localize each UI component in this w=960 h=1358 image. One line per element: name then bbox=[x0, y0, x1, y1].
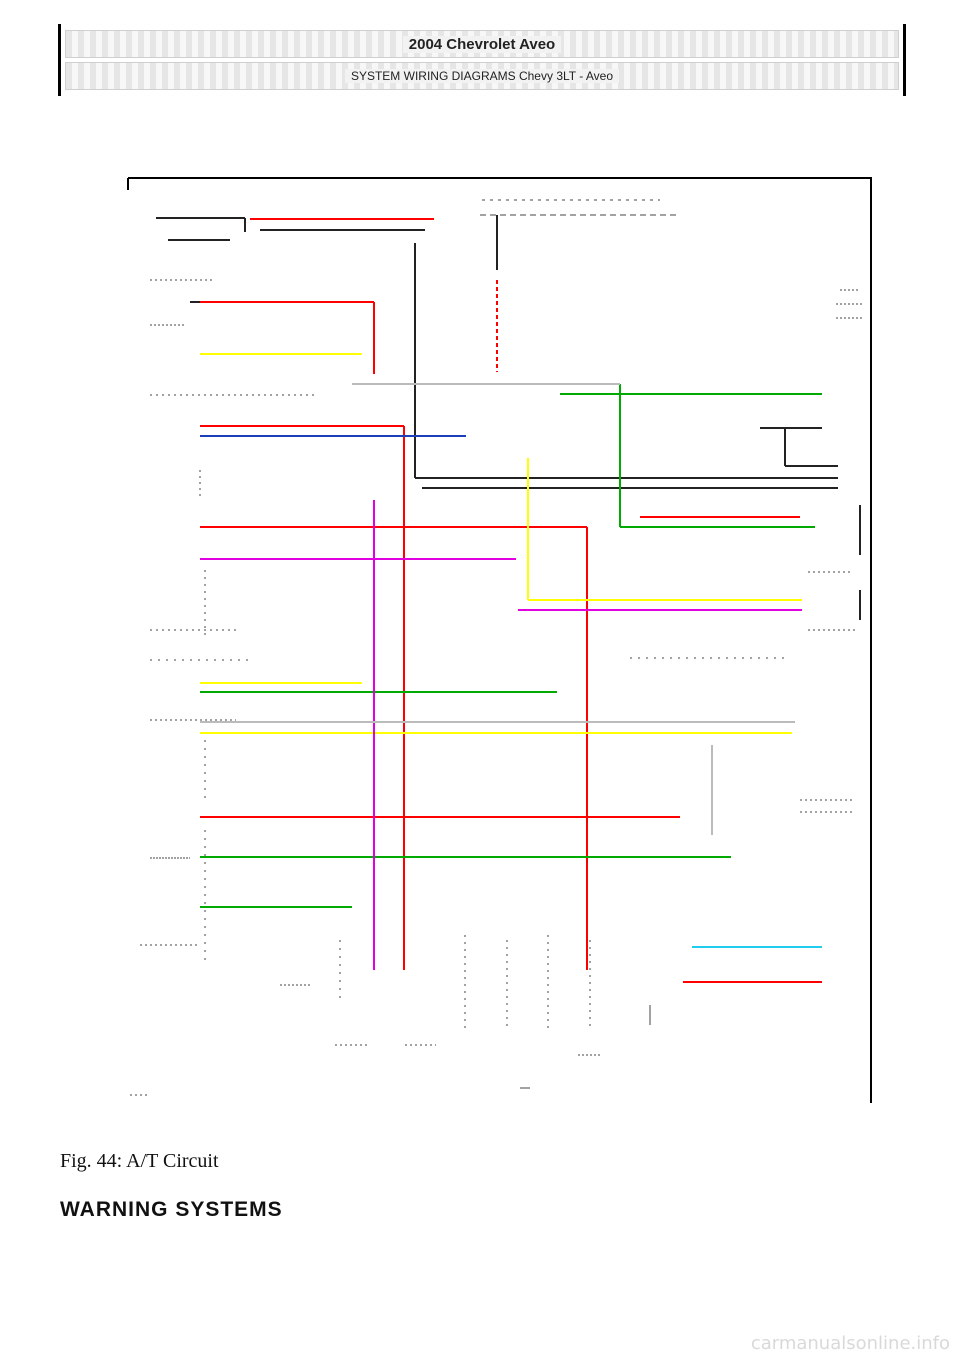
green-wires bbox=[200, 384, 822, 908]
header-title-bar: 2004 Chevrolet Aveo bbox=[65, 30, 899, 58]
magenta-wires bbox=[200, 500, 802, 970]
section-heading: WARNING SYSTEMS bbox=[60, 1198, 283, 1221]
page-header: 2004 Chevrolet Aveo SYSTEM WIRING DIAGRA… bbox=[58, 24, 906, 96]
connector-ticks bbox=[130, 199, 862, 1096]
black-wires bbox=[156, 215, 861, 620]
header-subtitle-bar: SYSTEM WIRING DIAGRAMS Chevy 3LT - Aveo bbox=[65, 62, 899, 90]
header-subtitle: SYSTEM WIRING DIAGRAMS Chevy 3LT - Aveo bbox=[344, 69, 620, 83]
header-title: 2004 Chevrolet Aveo bbox=[402, 35, 562, 53]
diagram-frame bbox=[127, 177, 872, 1103]
figure-caption: Fig. 44: A/T Circuit bbox=[60, 1150, 219, 1172]
gray-wires bbox=[200, 383, 795, 835]
watermark: carmanualsonline.info bbox=[750, 1333, 950, 1354]
yellow-wires bbox=[200, 353, 802, 734]
